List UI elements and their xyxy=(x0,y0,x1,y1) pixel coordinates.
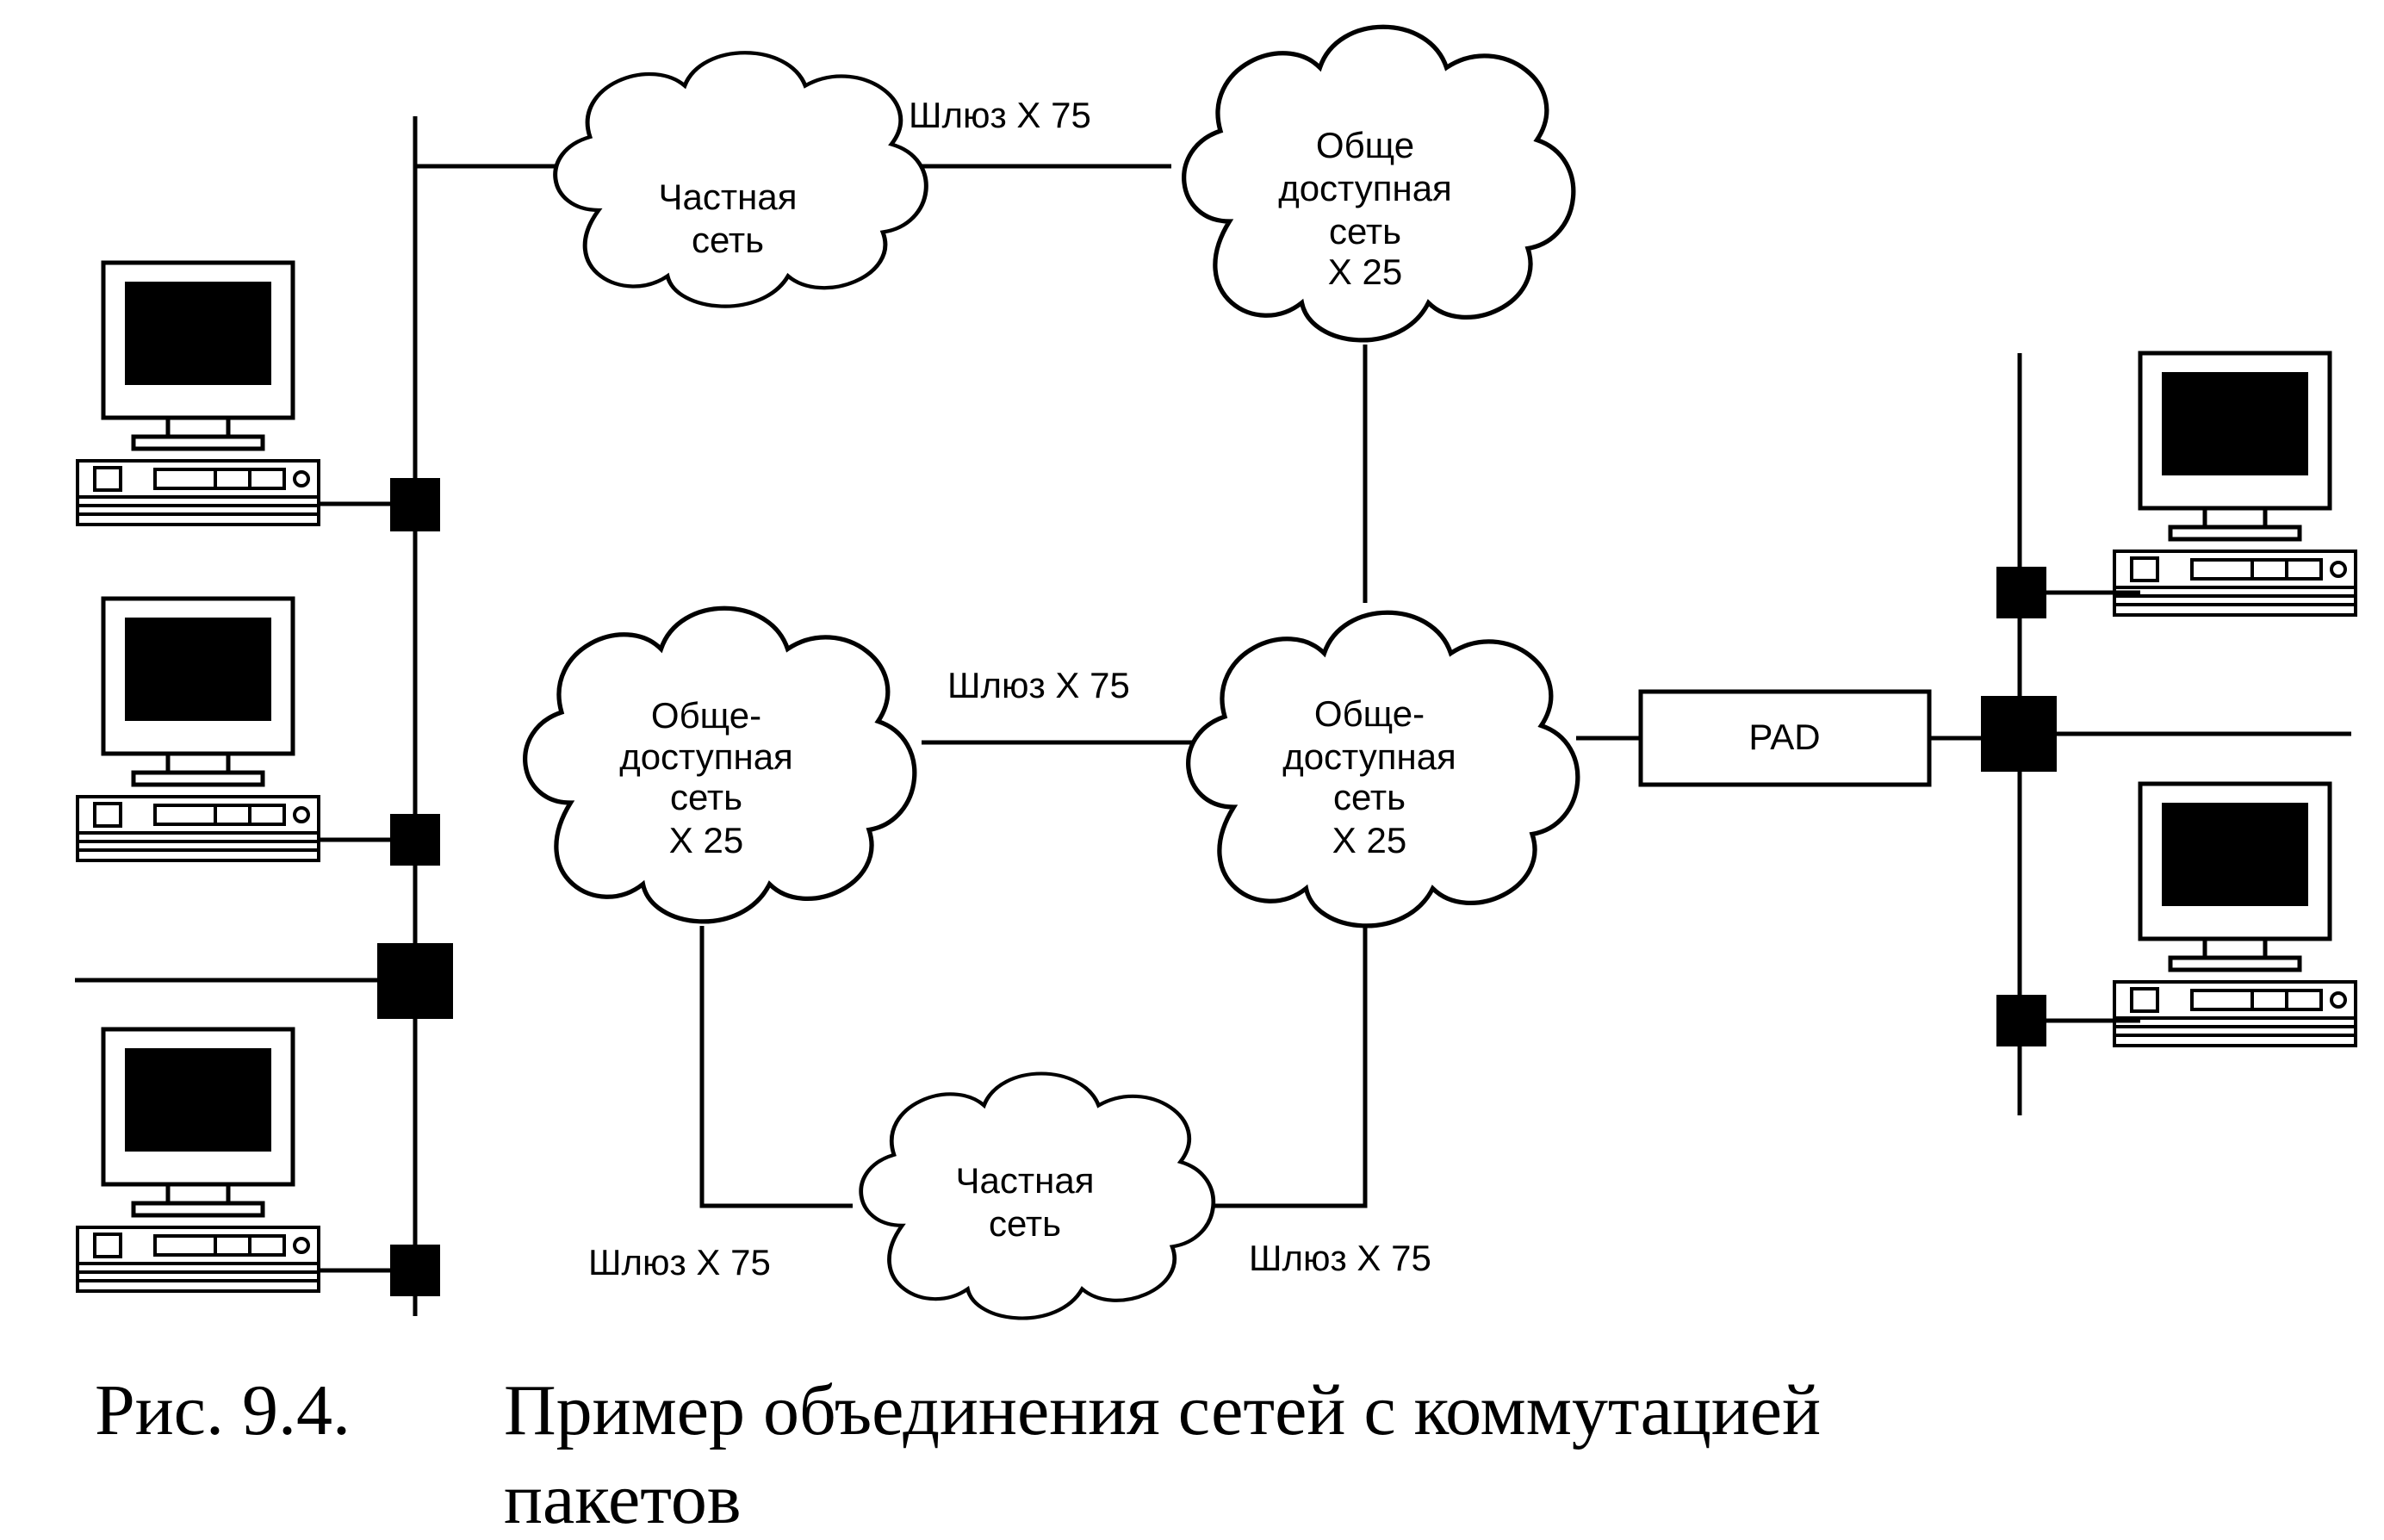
gateway-label-bottom-left: Шлюз X 75 xyxy=(588,1242,771,1282)
cloud-public-left-line-1: Обще- xyxy=(651,695,761,736)
cloud-public-center-line-3: сеть xyxy=(1333,777,1406,817)
cloud-private-bottom-line-2: сеть xyxy=(989,1203,1061,1244)
cloud-public-center-line-4: X 25 xyxy=(1332,820,1406,860)
pad-label: PAD xyxy=(1748,717,1820,757)
computer-left-1 xyxy=(78,263,319,525)
cloud-public-top-line-2: доступная xyxy=(1278,168,1452,208)
cloud-public-top-line-1: Обще xyxy=(1316,125,1414,165)
left-node-2 xyxy=(390,814,440,866)
gateway-label-bottom-right: Шлюз X 75 xyxy=(1249,1238,1431,1278)
computer-left-3 xyxy=(78,1029,319,1291)
caption-number: Рис. 9.4. xyxy=(95,1370,351,1450)
cloud-private-top-line-1: Частная xyxy=(659,177,798,217)
cloud-public-top-line-3: сеть xyxy=(1329,211,1401,251)
left-node-1 xyxy=(390,478,440,531)
right-node-hub xyxy=(1981,696,2057,772)
left-node-3 xyxy=(390,1245,440,1296)
caption-line-2: пакетов xyxy=(504,1459,742,1539)
computer-right-1 xyxy=(2114,353,2356,615)
cloud-public-left-line-2: доступная xyxy=(619,736,793,777)
computer-left-2 xyxy=(78,599,319,860)
pad-box xyxy=(1638,689,1932,787)
cloud-public-left-line-4: X 25 xyxy=(669,820,743,860)
gateway-label-middle: Шлюз X 75 xyxy=(947,665,1130,705)
cloud-public-center-line-1: Обще- xyxy=(1314,693,1425,734)
left-node-hub xyxy=(377,943,453,1019)
cloud-public-top-line-4: X 25 xyxy=(1328,251,1402,292)
cloud-private-bottom-line-1: Частная xyxy=(956,1160,1095,1201)
right-node-1 xyxy=(1996,567,2046,618)
caption-line-1: Пример объединения сетей с коммутацией xyxy=(504,1370,1821,1450)
cloud-public-center-line-2: доступная xyxy=(1282,736,1456,777)
link-private-bottom-to-public-center xyxy=(1197,926,1368,1208)
cloud-public-left-line-3: сеть xyxy=(670,777,742,817)
gateway-label-top: Шлюз X 75 xyxy=(909,95,1091,135)
cloud-private-top-line-2: сеть xyxy=(692,220,764,260)
link-public-left-to-private-bottom xyxy=(699,926,853,1208)
computer-right-2 xyxy=(2114,784,2356,1046)
right-node-2 xyxy=(1996,995,2046,1046)
